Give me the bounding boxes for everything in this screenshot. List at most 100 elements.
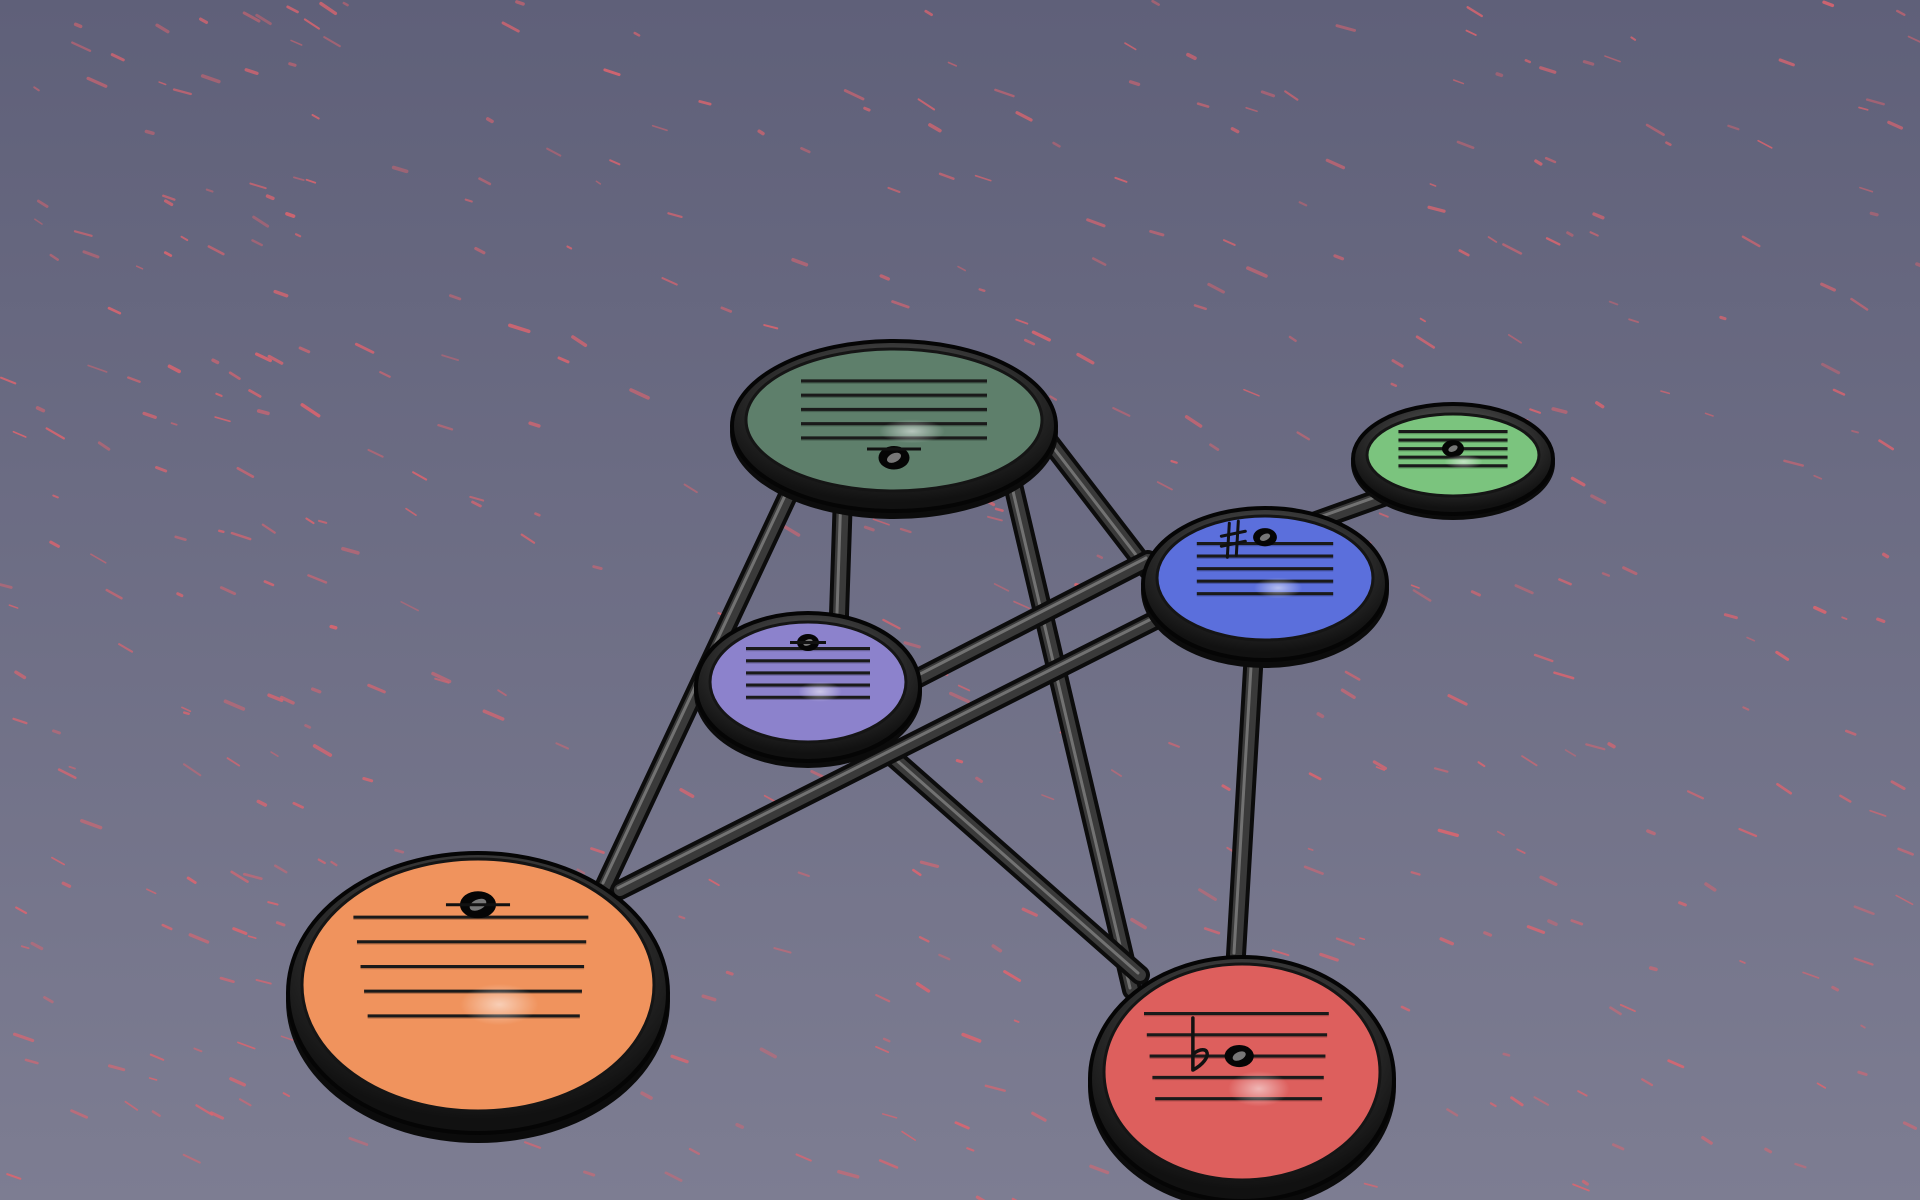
speckle bbox=[247, 935, 257, 939]
speckle bbox=[0, 376, 17, 385]
speckle bbox=[912, 868, 922, 877]
speckle bbox=[200, 74, 221, 84]
speckle bbox=[994, 507, 1004, 512]
speckle bbox=[1881, 552, 1890, 559]
speckle bbox=[1086, 218, 1106, 228]
speckle bbox=[158, 81, 167, 86]
speckle bbox=[367, 683, 386, 694]
speckle bbox=[209, 1111, 225, 1120]
speckle bbox=[1516, 848, 1526, 854]
speckle bbox=[795, 1153, 812, 1162]
speckle bbox=[863, 525, 875, 532]
speckle bbox=[34, 218, 43, 225]
speckle bbox=[566, 245, 573, 250]
speckle bbox=[1483, 931, 1493, 937]
speckle bbox=[341, 546, 360, 555]
speckle bbox=[207, 245, 225, 256]
speckle bbox=[917, 98, 936, 111]
speckle bbox=[1296, 431, 1311, 441]
speckle bbox=[412, 471, 428, 481]
speckle bbox=[73, 22, 83, 29]
speckle bbox=[1168, 741, 1180, 748]
speckle bbox=[957, 265, 967, 272]
speckle bbox=[879, 274, 890, 281]
speckle bbox=[214, 416, 231, 423]
speckle bbox=[1778, 58, 1795, 67]
flat-icon bbox=[1191, 1016, 1209, 1072]
speckle bbox=[1489, 1102, 1497, 1108]
speckle bbox=[1284, 90, 1299, 101]
speckle bbox=[485, 117, 494, 124]
speckle bbox=[1335, 937, 1355, 946]
speckle bbox=[146, 888, 157, 895]
gloss-highlight bbox=[460, 983, 539, 1026]
speckle bbox=[1865, 98, 1885, 106]
speckle bbox=[1619, 1003, 1636, 1013]
speckle bbox=[434, 677, 450, 684]
speckle bbox=[1052, 141, 1061, 148]
speckle bbox=[670, 1054, 689, 1064]
speckle bbox=[1502, 1052, 1511, 1057]
speckle bbox=[267, 693, 284, 703]
speckle bbox=[508, 323, 531, 334]
speckle bbox=[1887, 120, 1904, 130]
speckle bbox=[651, 124, 668, 132]
speckle bbox=[1222, 239, 1236, 246]
speckle bbox=[1564, 749, 1577, 757]
speckle bbox=[127, 376, 141, 383]
speckle bbox=[270, 751, 279, 758]
speckle bbox=[1757, 139, 1773, 149]
gloss-highlight bbox=[798, 681, 842, 702]
speckle bbox=[311, 113, 320, 120]
speckle bbox=[955, 759, 964, 764]
speckle bbox=[957, 684, 971, 692]
speckle bbox=[33, 86, 40, 92]
speckle bbox=[1410, 871, 1421, 876]
speckle bbox=[464, 198, 473, 203]
node-red bbox=[1088, 955, 1396, 1200]
speckle bbox=[1487, 236, 1498, 243]
speckle bbox=[773, 947, 792, 954]
speckle bbox=[1372, 760, 1387, 770]
speckle bbox=[1545, 237, 1561, 246]
speckle bbox=[938, 953, 951, 961]
speckle bbox=[1049, 395, 1058, 401]
speckle bbox=[51, 856, 66, 866]
speckle bbox=[1344, 670, 1361, 681]
speckle bbox=[1839, 794, 1852, 803]
speckle bbox=[1076, 352, 1095, 365]
speckle bbox=[1114, 176, 1128, 183]
speckle bbox=[49, 253, 59, 261]
speckle bbox=[1128, 80, 1141, 87]
speckle bbox=[73, 230, 93, 237]
speckle bbox=[1458, 249, 1470, 257]
speckle bbox=[1566, 231, 1574, 237]
speckle bbox=[219, 586, 237, 596]
speckle bbox=[1630, 36, 1637, 41]
speckle bbox=[1628, 318, 1640, 324]
speckle bbox=[1876, 617, 1886, 624]
speckle bbox=[155, 23, 170, 34]
speckle bbox=[1524, 59, 1532, 64]
speckle bbox=[1024, 338, 1036, 346]
speckle bbox=[82, 250, 100, 259]
graph-nodes bbox=[286, 339, 1555, 1200]
speckle bbox=[236, 466, 255, 479]
speckle bbox=[1869, 809, 1887, 817]
speckle bbox=[901, 1130, 917, 1141]
speckle bbox=[1015, 318, 1029, 325]
speckle bbox=[1495, 72, 1504, 78]
speckle bbox=[379, 371, 391, 378]
speckle bbox=[282, 1092, 291, 1098]
speckle bbox=[118, 643, 134, 653]
speckle bbox=[1845, 729, 1857, 736]
speckle bbox=[292, 801, 304, 809]
speckle bbox=[975, 776, 984, 783]
note-icon bbox=[1224, 1044, 1254, 1068]
speckle bbox=[791, 257, 809, 267]
speckle bbox=[947, 61, 958, 67]
speckle bbox=[14, 670, 27, 680]
speckle bbox=[193, 1047, 203, 1053]
edge-lavender-blue bbox=[885, 550, 1158, 700]
speckle bbox=[205, 188, 214, 193]
